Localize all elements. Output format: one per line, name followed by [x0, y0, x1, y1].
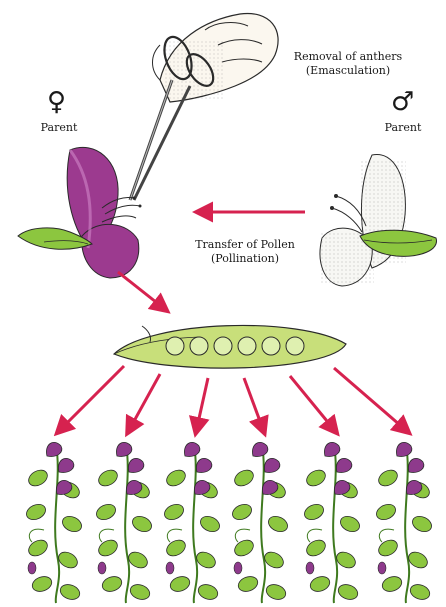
- offspring-arrow: [196, 378, 208, 432]
- pea-seed: [214, 337, 232, 355]
- transfer-label-line1: Transfer of Pollen: [170, 238, 320, 252]
- female-parent-label: Parent: [34, 121, 84, 135]
- offspring-arrows: [58, 366, 408, 432]
- male-parent-label: Parent: [378, 121, 428, 135]
- removal-label: Removal of anthers (Emasculation): [268, 50, 428, 78]
- offspring-arrow: [128, 374, 160, 432]
- offspring-arrow: [290, 376, 336, 432]
- pea-seed: [286, 337, 304, 355]
- offspring-plant: [24, 442, 84, 603]
- transfer-label: Transfer of Pollen (Pollination): [170, 238, 320, 266]
- pea-seed: [166, 337, 184, 355]
- offspring-plant: [230, 442, 290, 603]
- fertilization-arrow: [118, 272, 166, 310]
- female-parent-flower: [18, 147, 142, 278]
- hand-icon: [153, 13, 279, 102]
- removal-label-line1: Removal of anthers: [268, 50, 428, 64]
- male-parent-flower: [320, 154, 437, 286]
- offspring-arrow: [58, 366, 124, 432]
- male-symbol-icon: ♂: [391, 89, 414, 115]
- offspring-plant: [374, 442, 434, 603]
- offspring-plant: [302, 442, 362, 603]
- offspring-plant: [162, 442, 222, 603]
- offspring-plant: [94, 442, 154, 603]
- offspring-plants: [24, 442, 434, 603]
- offspring-arrow: [334, 368, 408, 432]
- transfer-label-line2: (Pollination): [170, 252, 320, 266]
- removal-label-line2: (Emasculation): [268, 64, 428, 78]
- female-symbol-icon: ♀: [47, 89, 66, 115]
- pea-seed: [262, 337, 280, 355]
- pea-seed: [190, 337, 208, 355]
- pea-seed: [238, 337, 256, 355]
- offspring-arrow: [244, 378, 264, 432]
